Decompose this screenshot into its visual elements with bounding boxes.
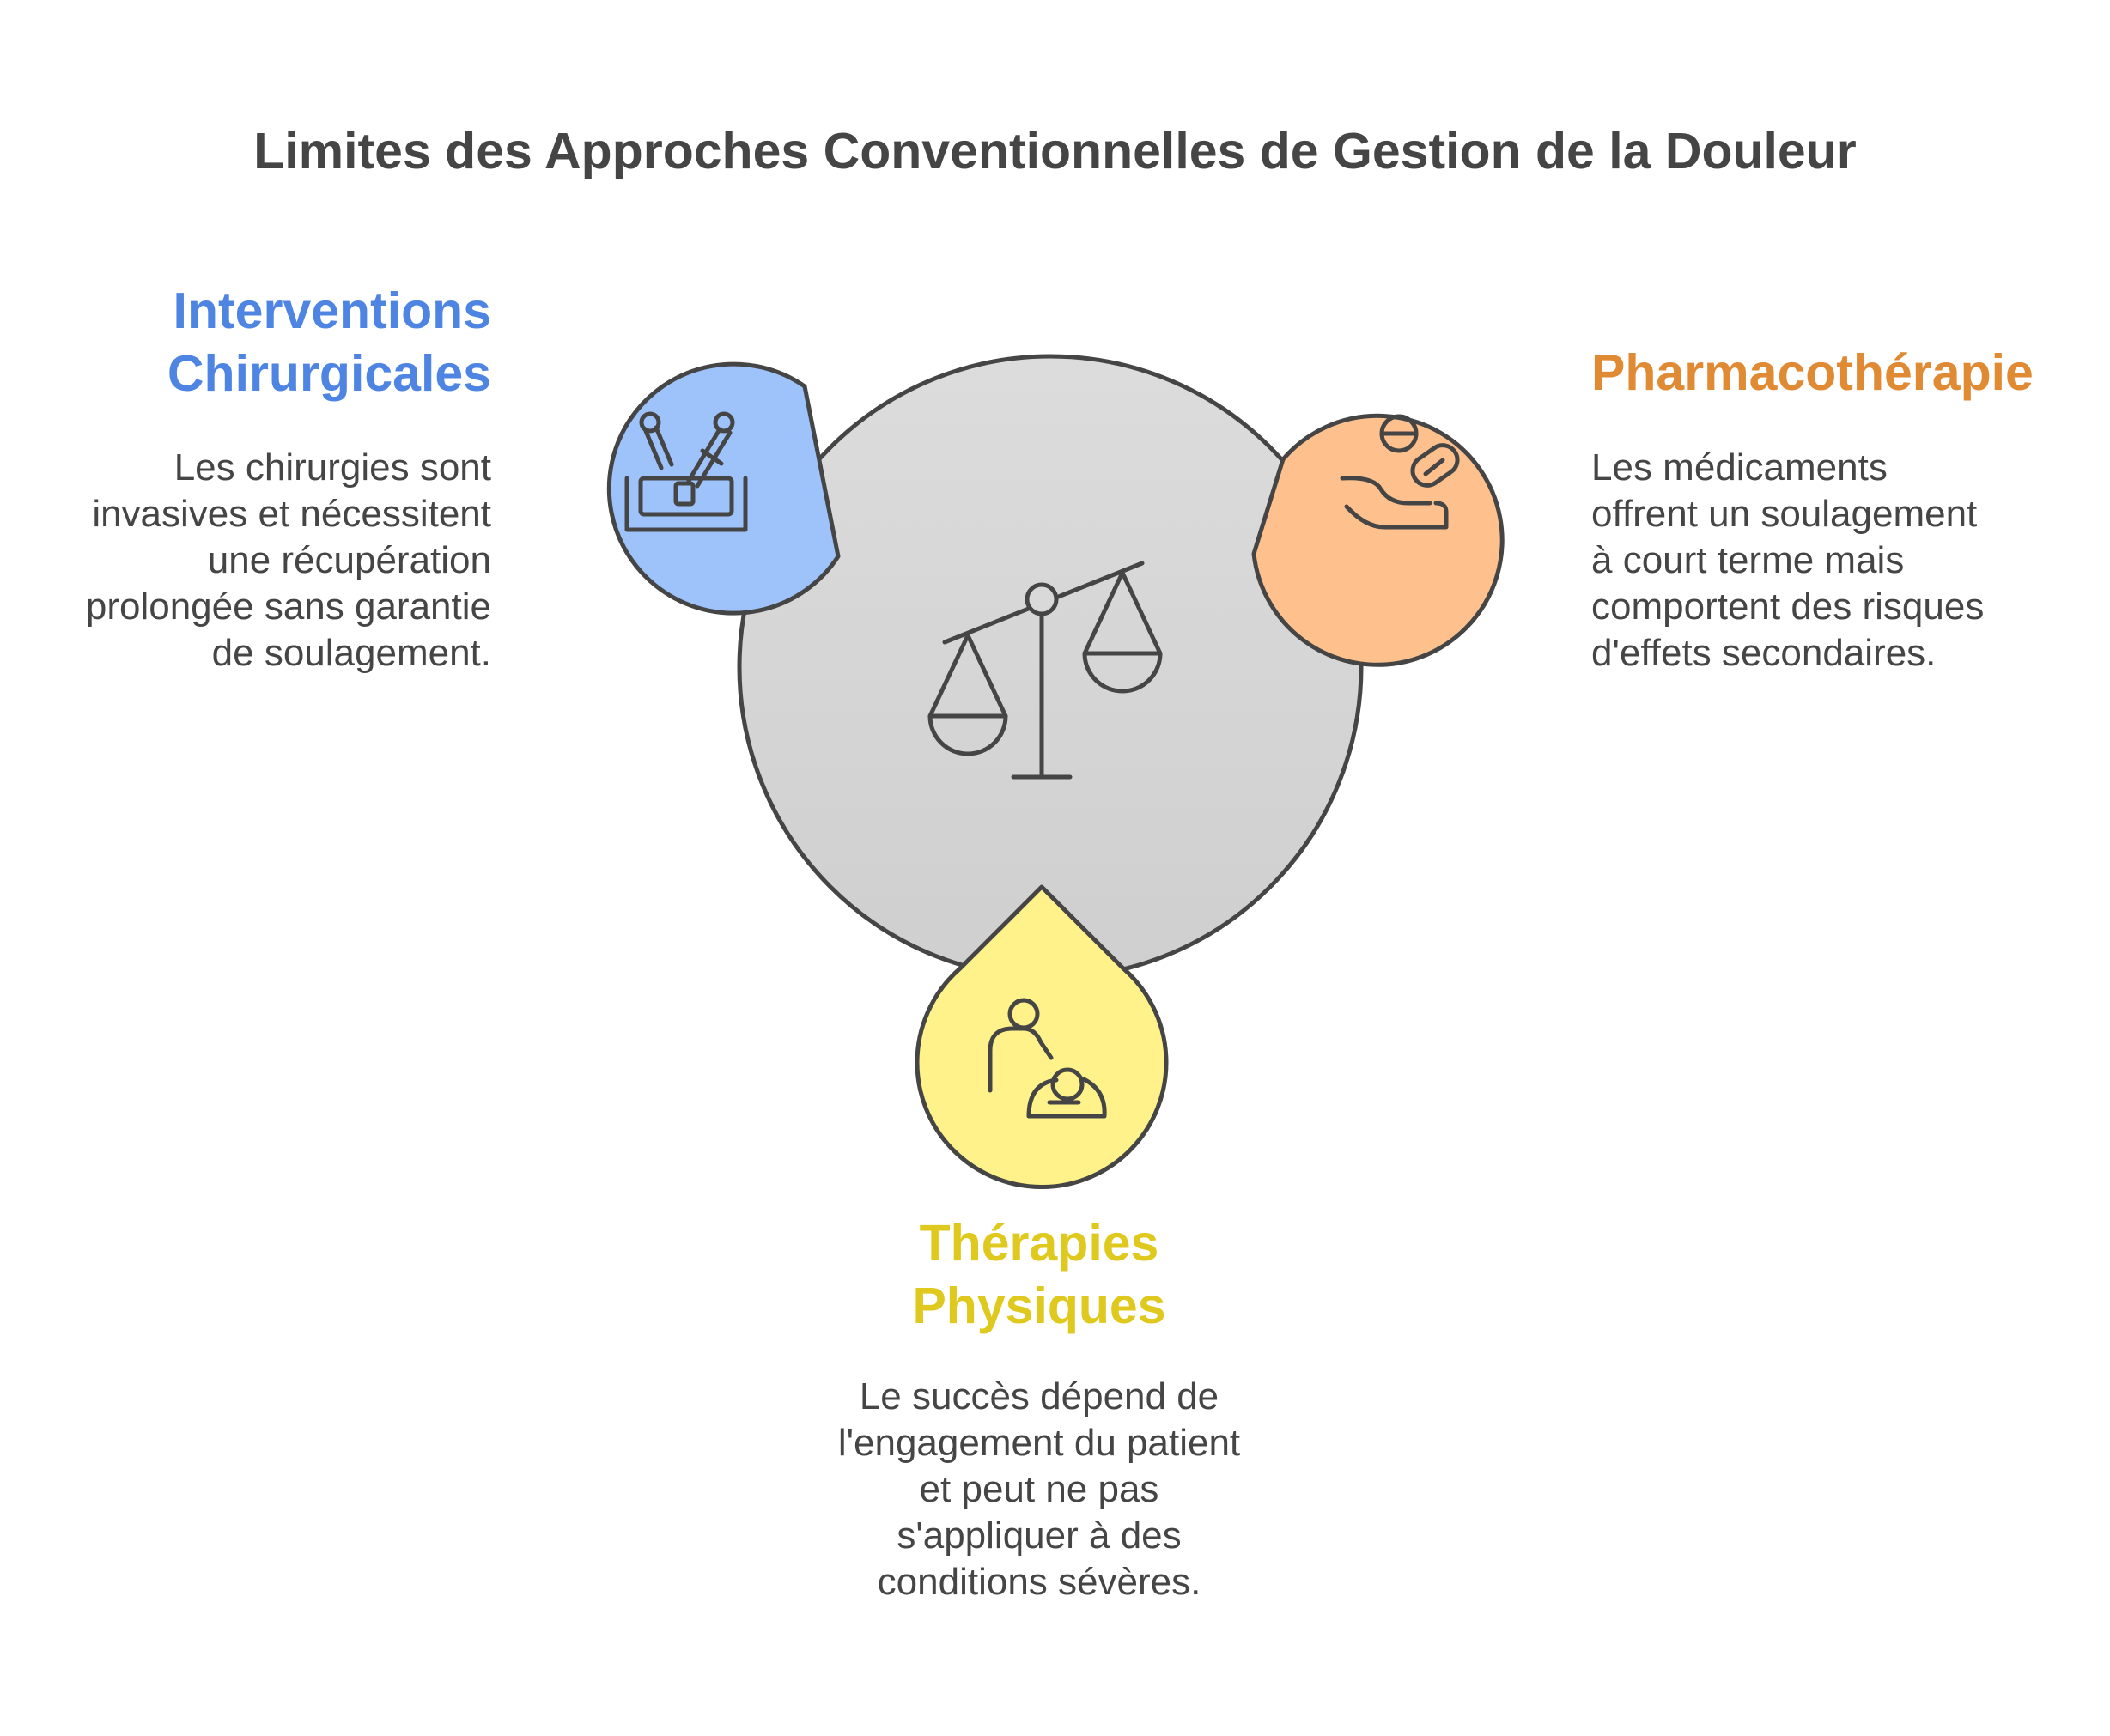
page-title: Limites des Approches Conventionnelles d… <box>253 123 1857 179</box>
desc-line: comportent des risques <box>1591 586 1985 628</box>
surgical-tools-icon <box>624 411 748 532</box>
desc-line: s'appliquer à des <box>897 1514 1182 1557</box>
heading-line: Interventions <box>173 282 491 339</box>
scale-icon <box>927 561 1163 780</box>
desc-line: de soulagement. <box>211 632 491 674</box>
left-drop <box>606 361 841 616</box>
desc-physical-therapies: Le succès dépend de l'engagement du pati… <box>773 1374 1305 1605</box>
heading-physical-therapies: Thérapies Physiques <box>773 1212 1305 1338</box>
desc-line: conditions sévères. <box>877 1561 1201 1603</box>
desc-surgical-interventions: Les chirurgies sont invasives et nécessi… <box>45 445 491 677</box>
desc-line: d'effets secondaires. <box>1591 632 1937 674</box>
desc-line: à court terme mais <box>1591 539 1905 581</box>
heading-surgical-interventions: Interventions Chirurgicales <box>167 280 491 405</box>
desc-line: Les chirurgies sont <box>173 446 491 489</box>
desc-line: offrent un soulagement <box>1591 493 1978 535</box>
pills-hand-icon <box>1340 414 1460 530</box>
right-drop <box>1251 413 1505 667</box>
center-circle <box>737 354 1364 980</box>
desc-line: invasives et nécessitent <box>92 493 491 535</box>
desc-line: et peut ne pas <box>919 1468 1159 1510</box>
desc-line: prolongée sans garantie <box>85 586 491 628</box>
heading-line: Thérapies <box>919 1215 1159 1272</box>
desc-line: une récupération <box>207 539 491 581</box>
desc-line: l'engagement du patient <box>837 1422 1241 1464</box>
physical-therapy-icon <box>988 998 1107 1119</box>
desc-pharmacotherapy: Les médicaments offrent un soulagement à… <box>1591 445 2055 677</box>
heading-line: Physiques <box>912 1278 1166 1334</box>
heading-line: Chirurgicales <box>167 345 491 402</box>
heading-line: Pharmacothérapie <box>1591 344 2034 401</box>
desc-line: Le succès dépend de <box>859 1375 1219 1417</box>
desc-line: Les médicaments <box>1591 446 1888 489</box>
heading-pharmacotherapy: Pharmacothérapie <box>1591 342 2034 404</box>
